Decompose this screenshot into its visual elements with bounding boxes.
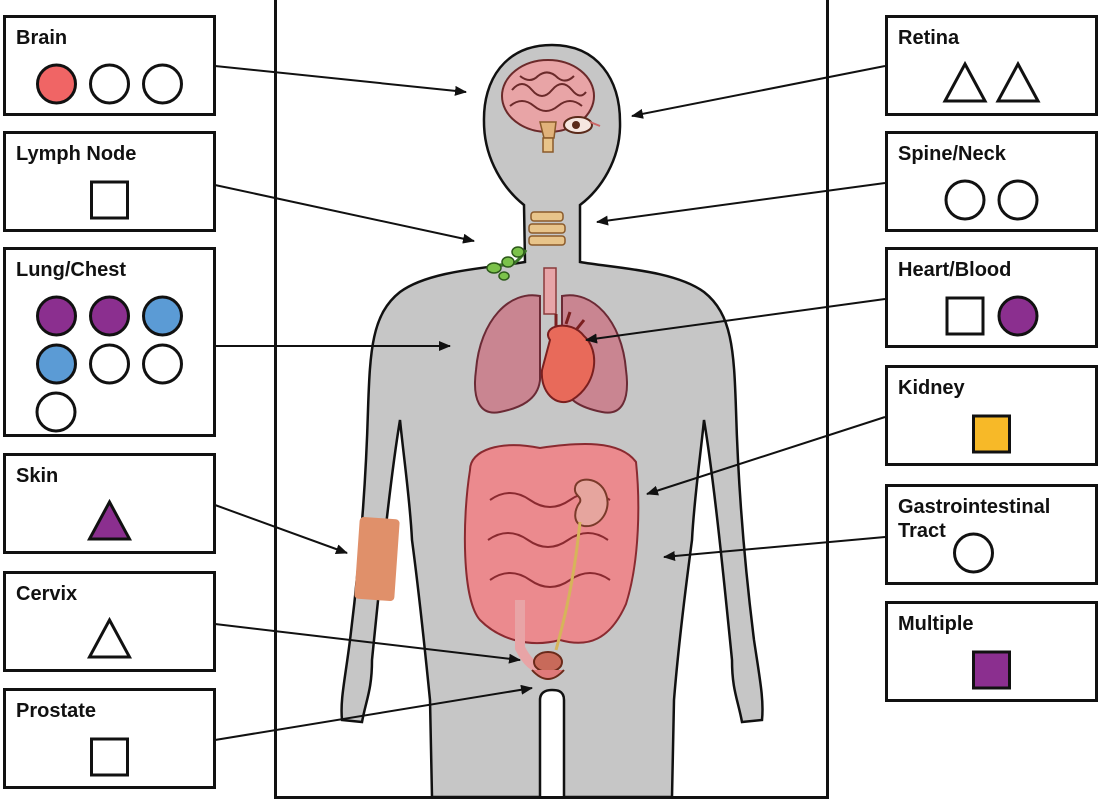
symbols-spine-neck [944,179,1039,221]
bladder-organ [531,651,565,680]
skin-patch-organ [354,516,400,602]
eye-organ [563,116,601,134]
leader-arrows [214,65,886,741]
card-title-prostate: Prostate [16,700,97,722]
lymph-node-square-white-1 [90,180,129,220]
arrow-heart-blood [585,298,886,344]
card-title-gi-tract: Gastrointestinal Tract [898,496,1051,542]
card-retina: Retina [885,15,1098,116]
arrow-gi-tract [663,536,886,561]
brain-circle-red-1 [36,63,77,105]
card-title-multiple: Multiple [898,613,974,635]
brain-organ [501,59,595,153]
card-lung-chest: Lung/Chest [3,247,216,437]
card-prostate: Prostate [3,688,216,789]
spine-organ [528,211,566,246]
symbols-brain [36,63,183,105]
card-title-brain: Brain [16,27,68,49]
kidney-square-yellow-1 [972,414,1011,454]
symbols-gi-tract [953,532,994,574]
card-title-lung-chest: Lung/Chest [16,259,126,281]
card-spine-neck: Spine/Neck [885,131,1098,232]
body-outline [340,43,764,797]
trachea-organ [543,267,557,315]
symbols-lymph-node [90,180,129,220]
body-silhouette [340,43,764,797]
card-title-lymph-node: Lymph Node [16,143,137,165]
card-title-retina: Retina [898,27,960,49]
card-cervix: Cervix [3,571,216,672]
arrow-cervix [214,623,521,664]
prostate-square-white-1 [90,737,129,777]
arrow-retina [631,65,886,119]
arrow-skin [214,504,348,554]
arrow-spine-neck [596,182,886,226]
lung-chest-circle-blue-4 [36,343,77,385]
card-kidney: Kidney [885,365,1098,466]
card-title-heart-blood: Heart/Blood [898,259,1012,281]
skin-triangle-purple-1 [86,498,133,541]
card-lymph-node: Lymph Node [3,131,216,232]
heart-blood-circle-purple-2 [997,295,1039,337]
symbols-heart-blood [945,295,1039,337]
symbols-lung-chest [35,295,183,433]
card-multiple: Multiple [885,601,1098,702]
gi-tract-circle-white-1 [953,532,994,574]
spine-neck-circle-white-1 [944,179,986,221]
heart-organ [540,311,596,403]
symbols-kidney [972,414,1011,454]
symbols-retina [942,60,1041,103]
brain-circle-white-2 [89,63,130,105]
arrow-kidney [646,416,886,496]
lung-chest-circle-white-7 [35,391,77,433]
arrow-brain [214,65,467,96]
card-brain: Brain [3,15,216,116]
retina-triangle-white-1 [942,60,988,103]
card-skin: Skin [3,453,216,554]
card-title-cervix: Cervix [16,583,78,605]
arrow-lymph-node [214,184,475,244]
symbols-multiple [972,650,1011,690]
symbols-cervix [86,616,133,659]
lung-chest-circle-white-6 [142,343,183,385]
symbols-skin [86,498,133,541]
kidney-organ [554,478,609,651]
arrow-prostate [214,684,533,741]
card-title-skin: Skin [16,465,59,487]
lung-chest-circle-purple-2 [89,295,130,337]
organs [354,59,640,680]
lung-chest-circle-purple-1 [36,295,77,337]
cervix-triangle-white-1 [86,616,133,659]
card-heart-blood: Heart/Blood [885,247,1098,348]
brain-circle-white-3 [142,63,183,105]
lung-chest-circle-white-5 [89,343,130,385]
card-title-kidney: Kidney [898,377,965,399]
lymph-node-organ [486,246,528,281]
symbols-prostate [90,737,129,777]
card-gi-tract: Gastrointestinal Tract [885,484,1098,585]
card-title-spine-neck: Spine/Neck [898,143,1006,165]
lung-chest-circle-blue-3 [142,295,183,337]
retina-triangle-white-2 [995,60,1041,103]
heart-blood-square-white-1 [945,296,985,336]
spine-neck-circle-white-2 [997,179,1039,221]
multiple-square-purple-1 [972,650,1011,690]
